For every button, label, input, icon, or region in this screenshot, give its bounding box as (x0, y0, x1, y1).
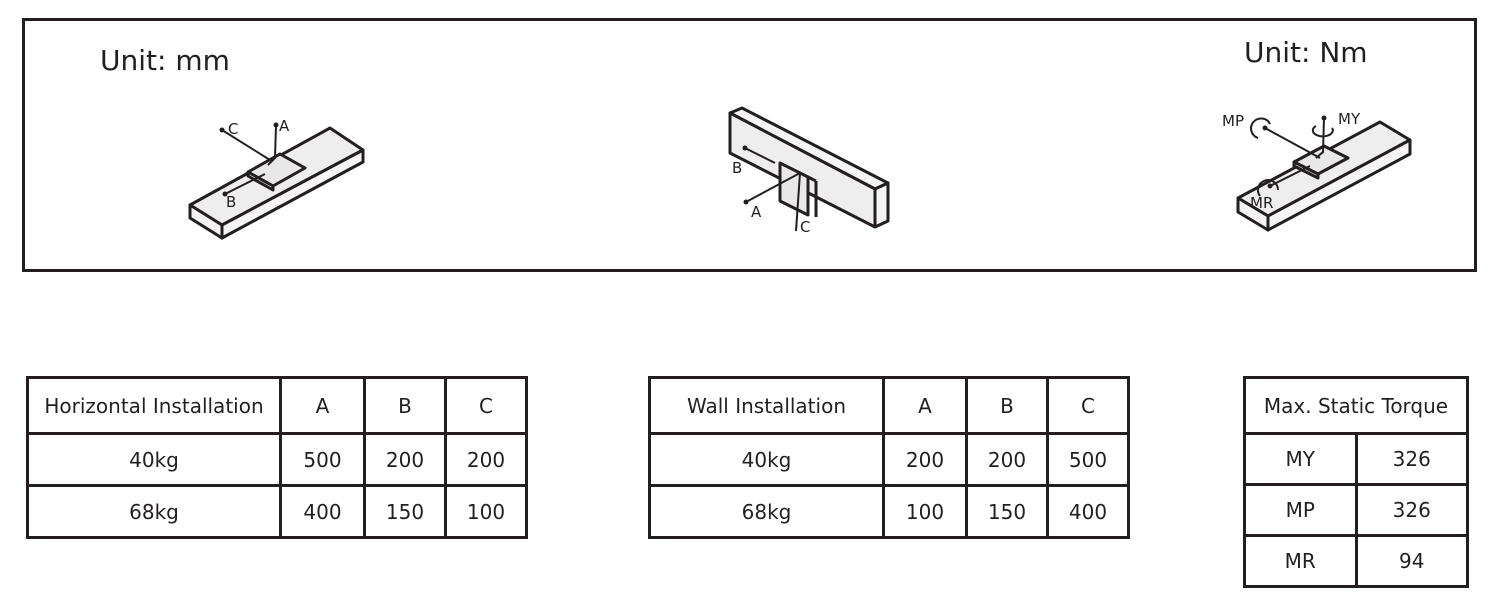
header-cell: Wall Installation (648, 376, 885, 435)
label-c: C (800, 218, 810, 236)
rail-side-face (1266, 138, 1412, 232)
c-axis-line (795, 172, 801, 232)
a-axis-line (745, 172, 801, 203)
header-cell: Max. Static Torque (1243, 376, 1469, 435)
table-cell: MR (1243, 534, 1358, 588)
table-row: 68kg 400 150 100 (26, 484, 528, 539)
table-cell: 100 (882, 484, 968, 539)
table-row: MY 326 (1243, 432, 1469, 486)
mr-rotation-arrow-icon (1257, 179, 1279, 197)
table-cell: 68kg (26, 484, 282, 539)
table-cell: 68kg (648, 484, 885, 539)
label-c: C (228, 120, 238, 138)
mp-axis-line (1264, 127, 1321, 159)
table-cell: 40kg (648, 432, 885, 487)
label-b: B (732, 159, 742, 177)
b-axis-line (744, 147, 776, 164)
header-cell: C (1046, 376, 1130, 435)
table-cell: 400 (1046, 484, 1130, 539)
table-cell: 326 (1354, 432, 1469, 486)
my-axis-line (1315, 117, 1325, 159)
header-cell: B (363, 376, 447, 435)
label-b: B (226, 193, 236, 211)
a-axis-line (267, 124, 277, 166)
rail-side-face (220, 148, 365, 240)
table-row: 40kg 500 200 200 (26, 432, 528, 487)
torque-figure: MP MY MR (1222, 110, 1412, 232)
table-row: MR 94 (1243, 534, 1469, 588)
rail-end-face (873, 181, 890, 229)
wall-installation-table: Wall Installation A B C 40kg 200 200 500… (648, 376, 1130, 539)
unit-nm-label: Unit: Nm (1244, 36, 1368, 69)
table-cell: MP (1243, 483, 1358, 537)
label-mp: MP (1222, 112, 1244, 130)
table-cell: 150 (965, 484, 1049, 539)
header-cell: Horizontal Installation (26, 376, 282, 435)
table-cell: 200 (363, 432, 447, 487)
table-cell: 400 (279, 484, 366, 539)
table-cell: 326 (1354, 483, 1469, 537)
header-cell: C (444, 376, 528, 435)
table-header-row: Wall Installation A B C (648, 376, 1130, 435)
table-cell: 500 (1046, 432, 1130, 487)
table-row: MP 326 (1243, 483, 1469, 537)
table-row: 68kg 100 150 400 (648, 484, 1130, 539)
c-axis-line (221, 129, 271, 161)
header-cell: A (882, 376, 968, 435)
table-cell: 40kg (26, 432, 282, 487)
unit-mm-label: Unit: mm (100, 44, 230, 77)
wall-installation-figure: B A C (728, 106, 890, 236)
label-my: MY (1338, 110, 1361, 128)
diagram-frame (22, 18, 1477, 272)
table-cell: 200 (444, 432, 528, 487)
table-cell: 100 (444, 484, 528, 539)
table-cell: 94 (1354, 534, 1469, 588)
table-header-row: Max. Static Torque (1243, 376, 1469, 435)
header-cell: B (965, 376, 1049, 435)
table-header-row: Horizontal Installation A B C (26, 376, 528, 435)
label-a: A (279, 117, 290, 135)
max-static-torque-table: Max. Static Torque MY 326 MP 326 MR 94 (1243, 376, 1469, 588)
table-cell: 500 (279, 432, 366, 487)
label-mr: MR (1250, 194, 1273, 212)
label-a: A (751, 203, 762, 221)
b-axis-line (224, 173, 266, 195)
horizontal-installation-figure: C A B (188, 117, 365, 240)
header-cell: A (279, 376, 366, 435)
table-cell: 200 (965, 432, 1049, 487)
mr-axis-line (1269, 165, 1311, 187)
slider-block (778, 161, 810, 217)
table-cell: 150 (363, 484, 447, 539)
horizontal-installation-table: Horizontal Installation A B C 40kg 500 2… (26, 376, 528, 539)
my-rotation-arrow-icon (1311, 125, 1334, 138)
mp-rotation-arrow-icon (1250, 117, 1271, 139)
table-cell: 200 (882, 432, 968, 487)
table-row: 40kg 200 200 500 (648, 432, 1130, 487)
table-cell: MY (1243, 432, 1358, 486)
